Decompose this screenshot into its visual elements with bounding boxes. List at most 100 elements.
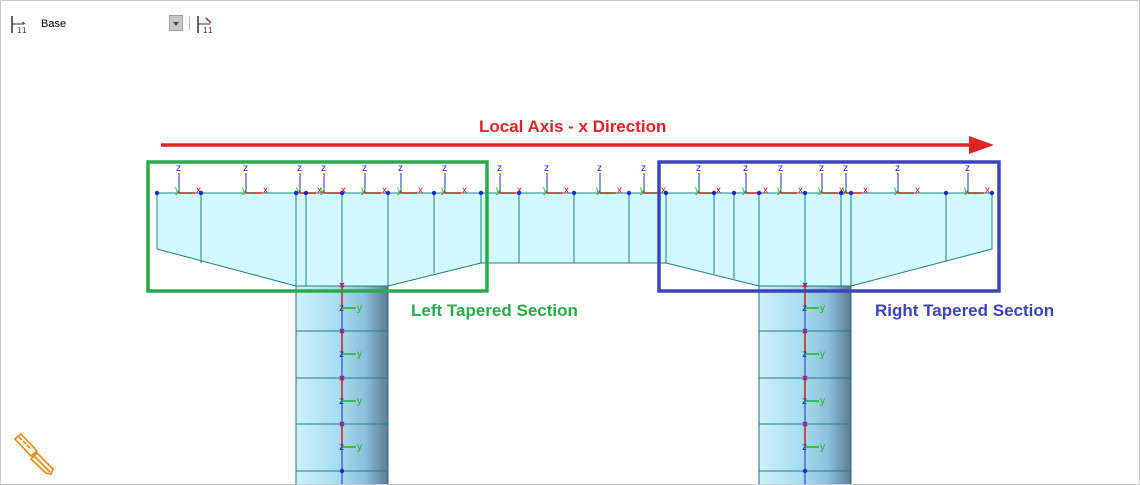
axis-label-x: x — [462, 185, 467, 196]
pencil-ruler-icon[interactable] — [11, 431, 57, 477]
view-selector-dropdown[interactable] — [169, 15, 183, 31]
axis-label-y: y — [496, 185, 501, 196]
level-axis-icon[interactable]: 1 1 — [9, 13, 31, 35]
beam-nodes[interactable] — [154, 190, 995, 474]
axis-label-y: y — [357, 349, 362, 360]
view-selector-value[interactable]: Base — [41, 18, 67, 30]
axis-label-x: x — [382, 185, 387, 196]
beam-node[interactable] — [802, 190, 808, 196]
beam-node[interactable] — [154, 190, 160, 196]
axis-label-x: x — [716, 185, 721, 196]
axis-label-z: z — [802, 442, 807, 453]
axis-label-x: x — [196, 185, 201, 196]
beam-node[interactable] — [516, 190, 522, 196]
axis-label-z: z — [339, 442, 344, 453]
axis-label-y: y — [894, 185, 899, 196]
axis-label-z: z — [321, 163, 326, 174]
axis-label-x: x — [517, 185, 522, 196]
level-axis-edit-icon[interactable]: 1 1 — [195, 13, 217, 35]
beam-node[interactable] — [293, 190, 299, 196]
beam-node[interactable] — [731, 190, 737, 196]
axis-label-z: z — [297, 163, 302, 174]
left-tapered-section-label: Left Tapered Section — [411, 301, 578, 320]
axis-label-x: x — [263, 185, 268, 196]
axis-label-x: x — [915, 185, 920, 196]
axis-label-y: y — [820, 396, 825, 407]
axis-label-y: y — [820, 303, 825, 314]
axis-label-z: z — [843, 163, 848, 174]
beam-node[interactable] — [385, 190, 391, 196]
beam-node[interactable] — [626, 190, 632, 196]
axis-label-z: z — [965, 163, 970, 174]
axis-label-y: y — [441, 185, 446, 196]
left-tapered-section-box — [146, 160, 489, 293]
local-axis-triad: zy x — [894, 163, 920, 196]
local-axis-triad: zy x — [842, 163, 868, 196]
axis-label-x: x — [763, 185, 768, 196]
axis-label-z: z — [176, 163, 181, 174]
beam-node[interactable] — [756, 190, 762, 196]
axis-label-y: y — [964, 185, 969, 196]
axis-label-z: z — [339, 396, 344, 407]
axis-label-z: z — [802, 303, 807, 314]
axis-label-y: y — [820, 349, 825, 360]
column-node[interactable] — [802, 468, 808, 474]
beam-node[interactable] — [848, 190, 854, 196]
axis-label-y: y — [842, 185, 847, 196]
axis-label-y: y — [640, 185, 645, 196]
axis-label-z: z — [802, 396, 807, 407]
beam-node[interactable] — [838, 190, 844, 196]
axis-label-z: z — [778, 163, 783, 174]
axis-label-z: z — [597, 163, 602, 174]
axis-label-y: y — [296, 185, 301, 196]
right-tapered-section-label: Right Tapered Section — [875, 301, 1055, 320]
axis-label-z: z — [641, 163, 646, 174]
beam-node[interactable] — [198, 190, 204, 196]
beam-node[interactable] — [989, 190, 995, 196]
beam-node[interactable] — [711, 190, 717, 196]
beam-node[interactable] — [339, 190, 345, 196]
axis-label-y: y — [357, 396, 362, 407]
local-axis-triad: zy x — [496, 163, 522, 196]
column-node[interactable] — [339, 468, 345, 474]
beam-node[interactable] — [571, 190, 577, 196]
axis-label-x: x — [341, 185, 346, 196]
axis-label-z: z — [497, 163, 502, 174]
svg-text:1: 1 — [208, 26, 213, 35]
axis-label-z: z — [895, 163, 900, 174]
axis-label-x: x — [863, 185, 868, 196]
beam-node[interactable] — [431, 190, 437, 196]
axis-label-y: y — [357, 303, 362, 314]
axis-label-y: y — [397, 185, 402, 196]
beam-node[interactable] — [303, 190, 309, 196]
axis-direction-label: Local Axis - x Direction — [479, 117, 667, 136]
axis-label-y: y — [695, 185, 700, 196]
svg-text:1: 1 — [22, 26, 27, 35]
axis-label-x: x — [617, 185, 622, 196]
axis-label-x: x — [798, 185, 803, 196]
axis-label-y: y — [820, 442, 825, 453]
axis-label-y: y — [357, 442, 362, 453]
toolbar-separator — [189, 16, 190, 30]
svg-text:1: 1 — [203, 26, 208, 35]
beam-node[interactable] — [478, 190, 484, 196]
local-x-direction-arrow — [161, 136, 994, 154]
beam-node[interactable] — [663, 190, 669, 196]
beam-node[interactable] — [943, 190, 949, 196]
pier-cap-beam[interactable] — [156, 192, 993, 287]
